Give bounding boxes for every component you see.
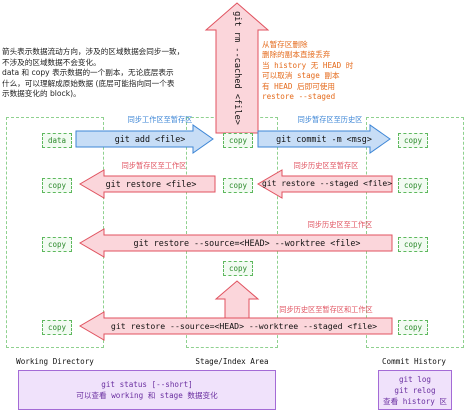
git-restore-staged-arrow (257, 169, 393, 199)
cmd-git-restore-staged: git restore --staged <file> (261, 179, 393, 188)
row-label-commit: 同步暂存区至历史区 (297, 115, 363, 124)
staged-branch-arrow (214, 280, 260, 319)
stage-copy-box: copy (223, 261, 253, 276)
commit-history-zone (366, 117, 464, 348)
working-copy-box: copy (42, 320, 72, 335)
row-label-restore: 同步暂存区至工作区 (121, 161, 187, 170)
zone-title-history: Commit History (381, 357, 446, 366)
git-restore-source-worktree-staged-arrow (79, 311, 393, 341)
row-label-restore-worktree: 同步历史区至工作区 (307, 220, 373, 229)
git-commit-arrow (257, 124, 391, 154)
row-label-restore-staged: 同步历史区至暂存区 (293, 161, 359, 170)
rm-cached-arrow (204, 2, 270, 134)
working-copy-box: copy (42, 237, 72, 252)
cmd-git-restore-source-worktree-staged: git restore --source=<HEAD> --worktree -… (110, 321, 378, 331)
history-copy-box: copy (398, 133, 428, 148)
working-copy-box: copy (42, 178, 72, 193)
git-log-text: git log git relog 查看 history 区 (383, 375, 447, 406)
rm-cached-note: 从暂存区删除 删除的副本直接丢弃 当 history 无 HEAD 时 可以取消… (262, 40, 354, 102)
cmd-git-restore-source-worktree: git restore --source=<HEAD> --worktree <… (133, 238, 361, 248)
git-status-box: git status [--short] 可以查看 working 和 stag… (18, 370, 276, 410)
history-copy-box: copy (398, 237, 428, 252)
row-label-add: 同步工作区至暂存区 (127, 115, 193, 124)
history-copy-box: copy (398, 320, 428, 335)
cmd-git-restore: git restore <file> (105, 179, 197, 189)
stage-copy-box: copy (223, 133, 253, 148)
stage-copy-box: copy (223, 178, 253, 193)
history-copy-box: copy (398, 178, 428, 193)
row-label-restore-worktree-staged: 同步历史区至暂存区和工作区 (279, 305, 373, 314)
git-restore-arrow (79, 169, 216, 199)
zone-title-working: Working Directory (16, 357, 94, 366)
cmd-git-commit: git commit -m <msg> (276, 134, 372, 144)
git-add-arrow (75, 124, 214, 154)
git-status-text: git status [--short] 可以查看 working 和 stag… (76, 380, 218, 400)
rm-cached-command: git rm --cached <file> (232, 11, 242, 125)
git-log-box: git log git relog 查看 history 区 (378, 370, 452, 410)
intro-note: 箭头表示数据流动方向，涉及的区域数据会同步一致， 不涉及的区域数据不会变化。 d… (2, 47, 185, 99)
zone-title-stage: Stage/Index Area (195, 357, 269, 366)
cmd-git-add: git add <file> (114, 134, 186, 144)
git-restore-source-worktree-arrow (79, 228, 393, 258)
working-data-box: data (42, 133, 72, 148)
